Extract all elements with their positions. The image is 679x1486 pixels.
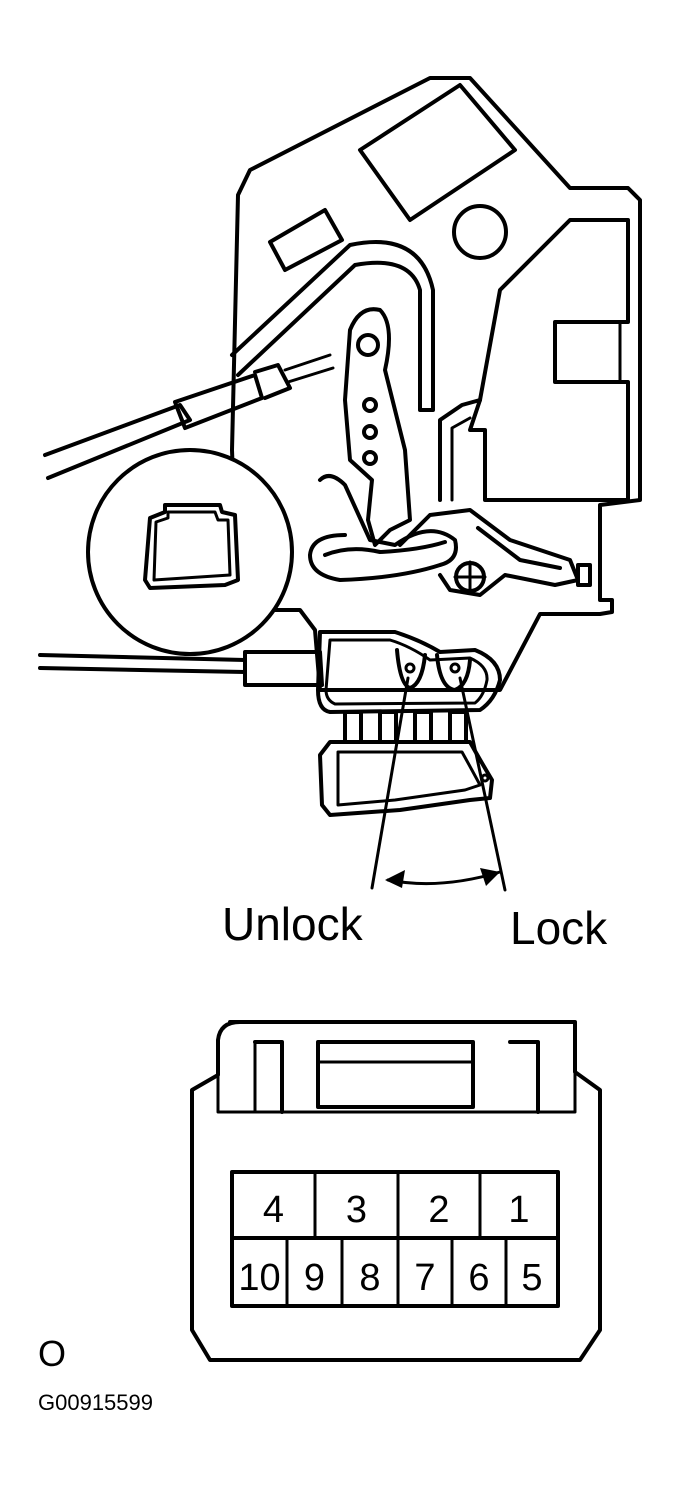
lock-actuator-body bbox=[230, 76, 642, 692]
pin-5: 5 bbox=[521, 1257, 542, 1299]
connector-letter: O bbox=[38, 1333, 66, 1374]
arrow-right-icon bbox=[480, 868, 500, 886]
pin-2: 2 bbox=[428, 1189, 449, 1231]
pin-9: 9 bbox=[304, 1257, 325, 1299]
figure-code: G00915599 bbox=[38, 1390, 153, 1415]
lower-cable bbox=[38, 650, 324, 687]
connector-pin-row-top: 4 3 2 1 bbox=[263, 1170, 530, 1240]
pin-3: 3 bbox=[346, 1189, 367, 1231]
actuator-rod bbox=[43, 353, 335, 480]
lock-lever bbox=[343, 307, 412, 547]
pin-6: 6 bbox=[468, 1257, 489, 1299]
curved-slot-mechanism bbox=[308, 474, 592, 597]
pin-4: 4 bbox=[263, 1189, 284, 1231]
pin-7: 7 bbox=[414, 1257, 435, 1299]
pin-1: 1 bbox=[508, 1189, 529, 1231]
pin-8: 8 bbox=[359, 1257, 380, 1299]
drive-wheel bbox=[86, 448, 294, 656]
switch-block bbox=[316, 630, 502, 817]
lock-unlock-indicator bbox=[370, 676, 507, 892]
unlock-label: Unlock bbox=[222, 898, 364, 950]
arrow-left-icon bbox=[385, 870, 405, 888]
connector-housing bbox=[190, 1020, 602, 1362]
pin-10: 10 bbox=[238, 1257, 280, 1299]
lock-label: Lock bbox=[510, 902, 608, 954]
